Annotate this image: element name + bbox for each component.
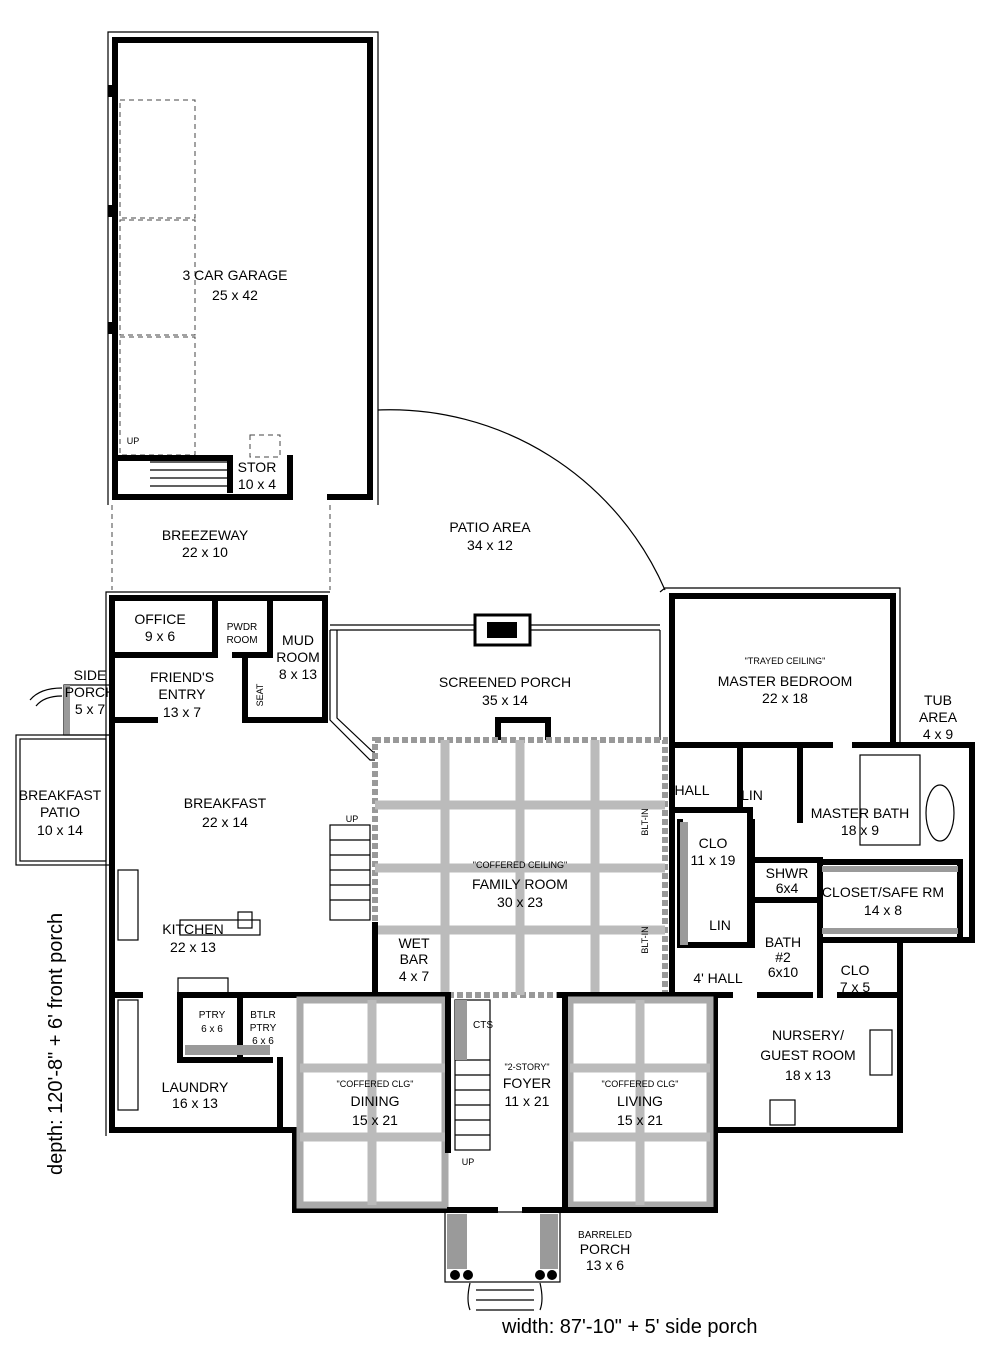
annotations: UP UP UP SEAT BLT-IN BLT-IN — [127, 436, 650, 1167]
hall-label: HALL — [674, 782, 709, 798]
up-garage-label: UP — [127, 436, 140, 446]
garage-walls — [107, 31, 379, 505]
cts-label: CTS — [473, 1020, 493, 1031]
breezeway-patio — [111, 409, 666, 591]
dimensions: depth: 120'-8" + 6' front porch width: 8… — [45, 913, 757, 1338]
four-foot-hall-label: 4' HALL — [693, 970, 743, 986]
depth-dimension: depth: 120'-8" + 6' front porch — [45, 913, 67, 1175]
seat-label: SEAT — [255, 683, 265, 706]
linen-2-label: LIN — [709, 917, 731, 933]
builtin-bottom-label: BLT-IN — [640, 926, 650, 953]
builtin-top-label: BLT-IN — [640, 808, 650, 835]
house-walls — [15, 587, 975, 1311]
linen-label: LIN — [741, 787, 763, 803]
up-foyer-label: UP — [462, 1157, 475, 1167]
width-dimension: width: 87'-10" + 5' side porch — [501, 1316, 757, 1338]
up-stair-label: UP — [346, 814, 359, 824]
